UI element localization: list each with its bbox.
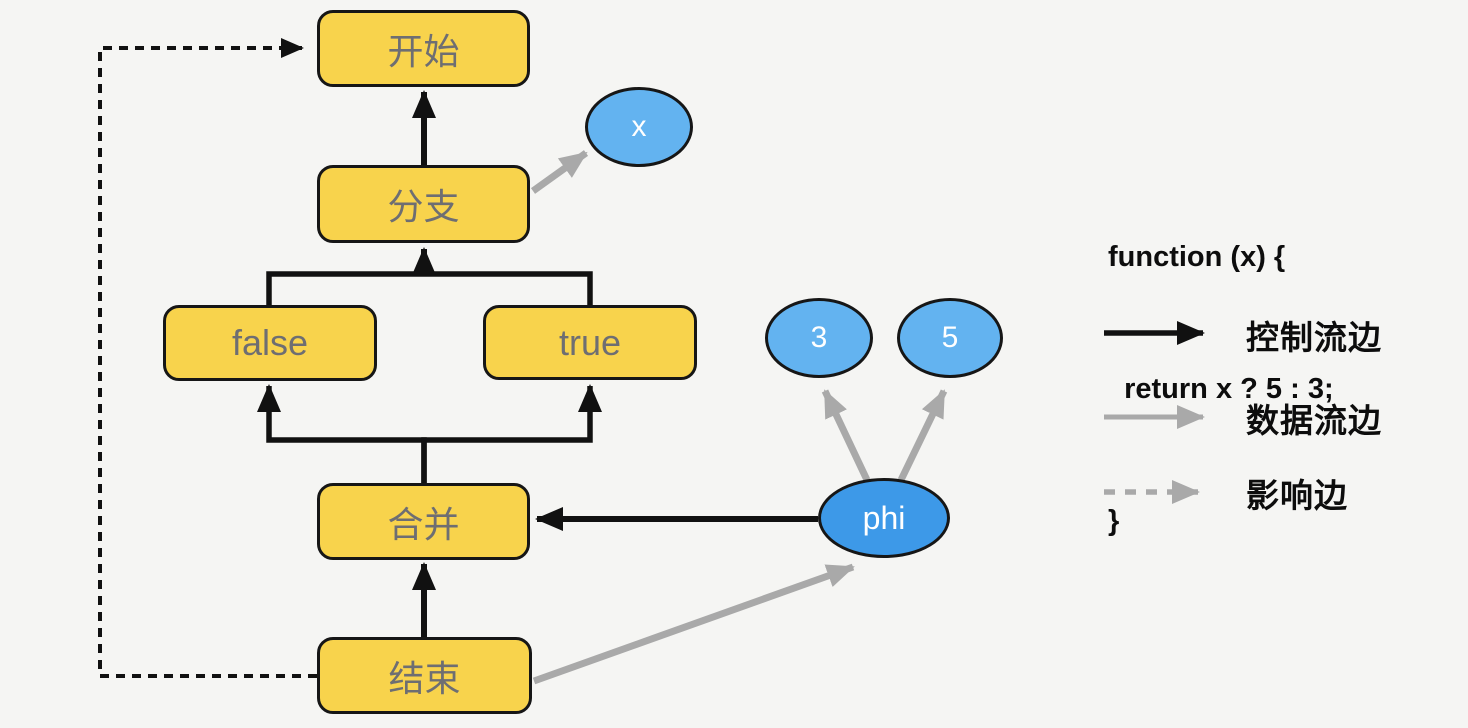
- phi-node: phi: [818, 478, 950, 558]
- node-true: true: [483, 305, 697, 380]
- data-edge-phi-to-5: [897, 389, 948, 482]
- phi-label: phi: [862, 499, 906, 536]
- node-start-label: 开始: [387, 30, 460, 72]
- node-false: false: [163, 305, 377, 381]
- control-edge-merge-to-false: [257, 384, 427, 483]
- value-x-label: x: [631, 110, 647, 143]
- node-true-label: true: [558, 321, 622, 363]
- node-end-label: 结束: [388, 657, 461, 699]
- data-edge-end-to-phi: [532, 563, 855, 685]
- code-line: return x ? 5 : 3;: [1108, 373, 1334, 405]
- effect-edge-end-to-start: [98, 38, 317, 678]
- value-node-x: x: [585, 87, 693, 167]
- node-merge: 合并: [317, 483, 530, 560]
- value-node-5: 5: [897, 298, 1003, 378]
- code-snippet: function (x) { return x ? 5 : 3; }: [1108, 147, 1334, 631]
- data-edge-phi-to-3: [821, 389, 871, 482]
- control-edge-merge-to-true: [421, 384, 602, 483]
- legend-label-control-flow: 控制流边: [1246, 319, 1382, 356]
- value-node-3: 3: [765, 298, 873, 378]
- value-5-label: 5: [941, 321, 959, 354]
- code-line: }: [1108, 505, 1120, 537]
- legend-label-effect: 影响边: [1246, 477, 1348, 514]
- node-branch: 分支: [317, 165, 530, 243]
- control-edge-falsetrue-join: [266, 271, 593, 305]
- legend-label-data-flow: 数据流边: [1246, 402, 1382, 439]
- node-merge-label: 合并: [387, 503, 460, 545]
- value-3-label: 3: [810, 321, 828, 354]
- code-line: function (x) {: [1108, 241, 1286, 273]
- node-false-label: false: [231, 322, 309, 363]
- node-end: 结束: [317, 637, 532, 714]
- node-branch-label: 分支: [387, 186, 460, 227]
- data-edge-branch-to-x: [530, 150, 589, 194]
- node-start: 开始: [317, 10, 530, 87]
